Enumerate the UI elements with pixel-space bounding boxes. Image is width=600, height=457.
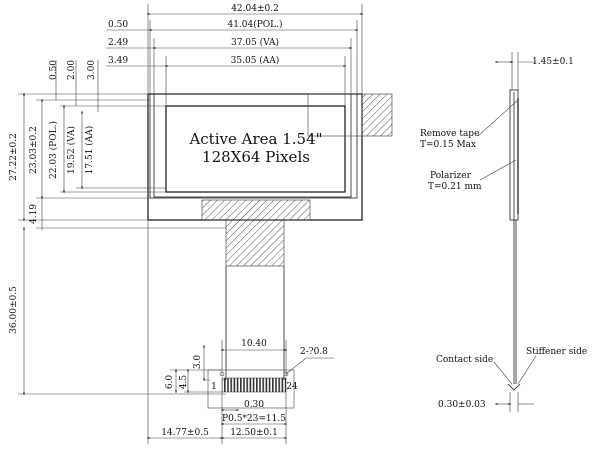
contact-side-label: Contact side [436,355,493,365]
width-dimensions [106,4,364,106]
pin-24-label: 24 [286,382,298,392]
fpc-length-dim: 36.00±0.5 [9,286,19,334]
fpc-width-dim: 12.50±0.1 [230,428,278,438]
active-area-label: Active Area 1.54" [188,130,322,148]
offset-pol-dim: 0.50 [108,20,128,30]
top-aa-dim: 3.00 [87,60,97,80]
stiffener-side-label: Stiffener side [526,347,587,357]
pin-1-label: 1 [211,382,217,392]
polarizer-label: Polarizer [430,171,472,181]
fpc-top-width-dim: 10.40 [241,339,267,349]
bottom-ledge-dim: 4.19 [29,204,39,224]
fpc-thickness-dim: 0.30±0.03 [438,400,486,410]
dim-6: 6.0 [165,375,175,390]
offset-va-dim: 2.49 [108,38,128,48]
pin-width-dim: 0.30 [244,400,264,410]
va-height-dim: 19.52 (VA) [66,126,77,174]
active-area-box [165,105,346,193]
pixel-count-label: 128X64 Pixels [202,148,310,166]
aa-height-dim: 17.51 (AA) [84,126,95,175]
side-view [477,52,537,412]
aa-width-dim: 35.05 (AA) [231,55,280,66]
fpc-dimensions [146,220,334,444]
pitch-dim: P0.5*23=11.5 [222,414,286,424]
offset-aa-dim: 3.49 [108,56,128,66]
height-dimensions [18,60,226,396]
fpc-tail [225,266,285,380]
top-va-dim: 2.00 [67,60,77,80]
fpc-neck-hatch [225,219,285,267]
remove-tape-label: Remove tape [420,129,479,139]
dim-4-5: 4.5 [179,375,189,390]
module-outline [147,93,393,409]
va-width-dim: 37.05 (VA) [231,37,279,48]
top-pol-dim: 0.50 [49,60,59,80]
module-thickness-dim: 1.45±0.1 [532,57,574,67]
fpc-side [513,220,517,384]
hole-note: 2-?0.8 [300,347,328,357]
overall-width-dim: 42.04±0.2 [231,4,279,14]
polarizer-width-dim: 41.04(POL.) [227,19,282,30]
left-offset-dim: 14.77±0.5 [161,428,209,438]
polarizer-thickness: T=0.21 mm [428,182,482,192]
remove-tape-thickness: T=0.15 Max [420,140,476,150]
overall-height-dim: 27.22±0.2 [9,133,19,181]
dim-3: 3.0 [193,355,203,370]
fpc-bend-hatch [201,199,311,221]
stiffener-tip [507,383,521,391]
fpc-contacts [221,377,287,393]
tape-tab-hatch [361,93,393,137]
pol-height-dim: 22.03 (POL.) [48,121,59,179]
polarizer-height-dim: 23.03±0.2 [29,126,39,174]
